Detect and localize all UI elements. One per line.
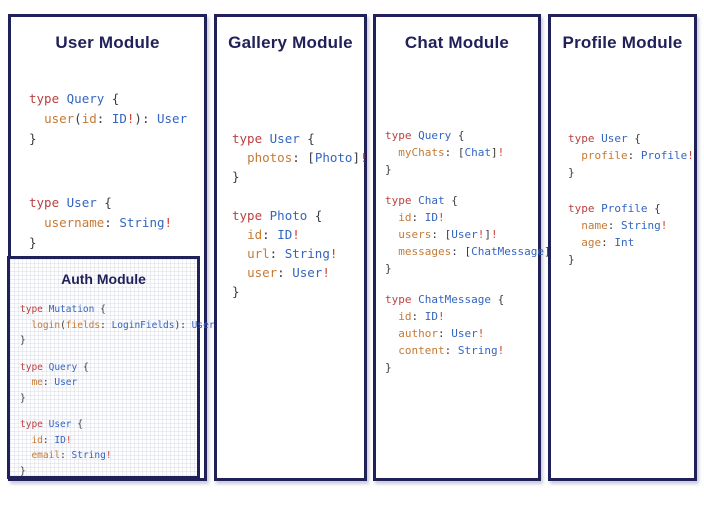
code-line: } [568,166,575,179]
code-line: profile: Profile! [581,149,694,162]
code-line: author: User! [398,327,485,340]
code-line: } [385,163,392,176]
code-block: type ChatMessage { id: ID! author: User!… [385,291,538,376]
code-block-group: type User { profile: Profile!}type Profi… [568,130,694,268]
code-line: } [232,169,240,184]
code-line: } [20,335,26,346]
code-line: messages: [ChatMessage]! [398,245,557,258]
code-line: username: String! [44,215,173,230]
code-line: type Query { [29,91,120,106]
code-line: type Profile { [568,202,661,215]
code-line: users: [User!]! [398,228,498,241]
code-block-group: type User { photos: [Photo]!}type Photo … [232,129,368,301]
code-line: } [29,131,37,146]
code-block-group: type Query { user(id: ID!): User}type Us… [29,89,204,253]
code-line: type Query { [385,129,465,142]
code-line: } [568,253,575,266]
code-line: } [385,262,392,275]
code-block-group: type Query { myChats: [Chat]!}type Chat … [385,127,557,376]
code-block: type Mutation { login(fields: LoginField… [20,302,215,349]
code-line: url: String! [247,246,338,261]
code-line: type User { [232,131,315,146]
user-module-panel: User Module type Query { user(id: ID!): … [7,14,215,481]
gallery-module-panel: Gallery Module type User { photos: [Phot… [214,14,368,481]
code-line: content: String! [398,344,505,357]
panel-title: Chat Module [404,33,510,52]
code-block: type User { profile: Profile!} [568,130,694,181]
code-line: } [385,361,392,374]
code-line: id: ID! [31,434,72,446]
code-line: } [29,235,37,250]
chat-module-panel: Chat Module type Query { myChats: [Chat]… [373,14,557,481]
code-line: } [20,392,26,404]
code-line: type User { [568,132,641,145]
panel-title: User Module [55,33,160,52]
code-line: me: User [31,377,78,388]
code-line: id: ID! [398,310,445,323]
code-line: } [232,284,240,299]
code-block-group: type Mutation { login(fields: LoginField… [20,302,215,479]
code-line: myChats: [Chat]! [398,146,505,159]
profile-module-panel: Profile Module type User { profile: Prof… [548,14,697,481]
code-line: type Chat { [385,194,458,207]
panel-title: Auth Module [61,271,146,287]
code-block: type User { id: ID! email: String!} [20,417,197,479]
code-block: type Query { myChats: [Chat]!} [385,127,538,178]
code-line: name: String! [581,219,668,232]
code-line: type Photo { [232,208,323,223]
code-block: type Photo { id: ID! url: String! user: … [232,206,364,301]
code-line: email: String! [31,450,112,461]
code-block: type Query { me: User} [20,360,197,407]
code-line: } [20,465,26,477]
code-line: type Mutation { [20,304,106,315]
code-line: type ChatMessage { [385,293,505,306]
code-block: type User { photos: [Photo]!} [232,129,368,186]
code-line: type User { [20,419,83,430]
code-line: login(fields: LoginFields): User [31,319,215,331]
code-block: type Chat { id: ID! users: [User!]! mess… [385,192,557,277]
auth-module-panel: Auth Module type Mutation { login(fields… [7,256,215,479]
code-line: age: Int [581,236,635,249]
code-line: type Query { [20,361,89,373]
code-block: type User { username: String!} [29,193,204,253]
code-line: type User { [29,195,112,210]
code-block: type Profile { name: String! age: Int} [568,200,694,268]
panel-title: Profile Module [562,33,683,52]
code-line: user(id: ID!): User [44,111,188,126]
code-line: id: ID! [398,211,445,224]
code-line: user: User! [247,265,330,280]
code-line: photos: [Photo]! [247,150,368,165]
panel-title: Gallery Module [228,33,353,52]
code-block: type Query { user(id: ID!): User} [29,89,204,149]
code-line: id: ID! [247,227,300,242]
